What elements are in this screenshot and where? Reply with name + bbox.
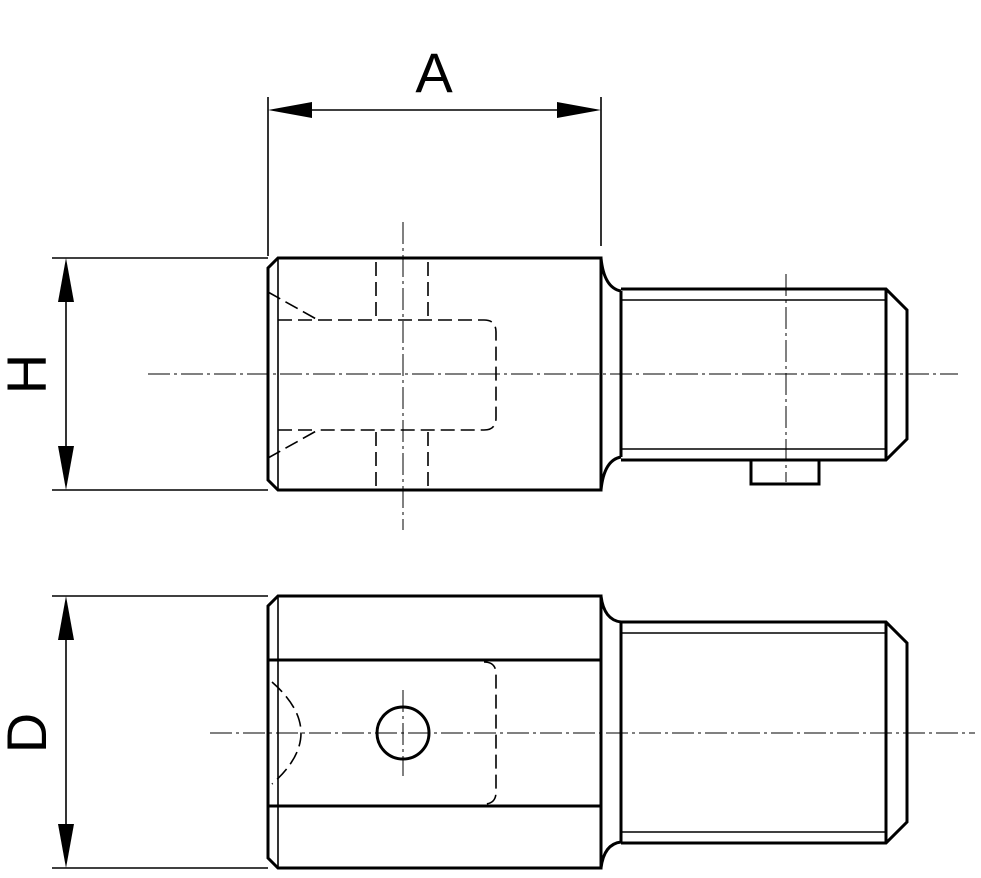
- neck-top: [599, 595, 622, 624]
- dimension-d: D: [0, 595, 268, 869]
- dimension-label-a: A: [415, 41, 453, 104]
- key-tab: [749, 458, 821, 486]
- arrowhead-left: [268, 102, 312, 118]
- dimension-label-d: D: [0, 713, 58, 753]
- top-view: [148, 222, 958, 530]
- hidden-chamfer-bottom: [267, 429, 319, 459]
- dimension-label-h: H: [0, 354, 58, 394]
- hidden-chamfer-top: [267, 291, 319, 321]
- arrowhead-bottom: [58, 446, 74, 490]
- hidden-slot: [318, 319, 497, 431]
- neck-top: [599, 257, 622, 293]
- arrowhead-top: [58, 258, 74, 302]
- hidden-chamfer-arc: [271, 681, 302, 785]
- arrowhead-bottom: [58, 824, 74, 868]
- arrowhead-right: [557, 102, 601, 118]
- body-outline: [266, 594, 603, 870]
- dimension-h: H: [0, 257, 268, 491]
- hidden-slot-end: [483, 661, 497, 805]
- arrowhead-top: [58, 596, 74, 640]
- neck-bottom: [599, 840, 622, 869]
- bottom-view: [210, 594, 975, 870]
- dimension-a: A: [267, 41, 602, 256]
- neck-bottom: [599, 455, 622, 491]
